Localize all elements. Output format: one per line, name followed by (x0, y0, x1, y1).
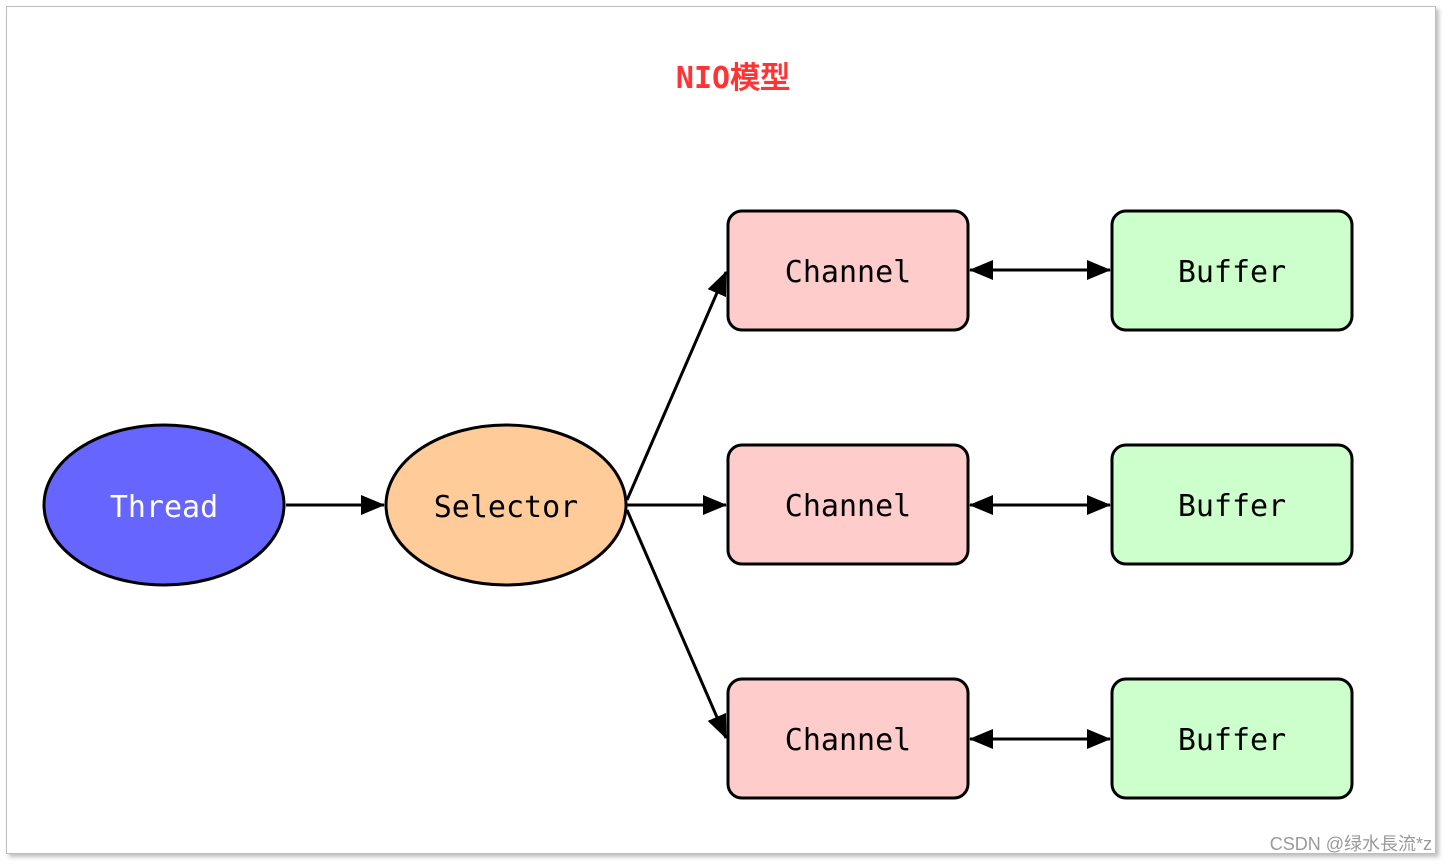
buffer-box (1110, 443, 1354, 566)
edges (286, 260, 1111, 749)
buffer-box (1110, 677, 1354, 800)
buffer-label: Buffer (1178, 723, 1286, 758)
buffer-box (1110, 209, 1354, 332)
channel-label: Channel (785, 723, 911, 758)
channel-label: Channel (785, 489, 911, 524)
diagram-title: NIO模型 (676, 61, 790, 96)
channel-box (726, 209, 970, 332)
thread-node: Thread (42, 423, 286, 587)
buffer-label: Buffer (1178, 255, 1286, 290)
watermark: CSDN @绿水長流*z (1269, 834, 1432, 854)
selector-label: Selector (434, 490, 579, 525)
channel-box (726, 677, 970, 800)
edge-selector-channel-1 (625, 271, 728, 501)
selector-ellipse (384, 423, 628, 587)
thread-label: Thread (110, 490, 218, 525)
edge-selector-channel-3 (625, 509, 728, 739)
channel-node: Channel (726, 209, 970, 332)
channel-box (726, 443, 970, 566)
selector-node: Selector (384, 423, 628, 587)
buffer-node: Buffer (1110, 443, 1354, 566)
buffer-node: Buffer (1110, 677, 1354, 800)
buffer-node: Buffer (1110, 209, 1354, 332)
channel-node: Channel (726, 677, 970, 800)
thread-ellipse (42, 423, 286, 587)
channel-node: Channel (726, 443, 970, 566)
buffer-label: Buffer (1178, 489, 1286, 524)
channel-label: Channel (785, 255, 911, 290)
